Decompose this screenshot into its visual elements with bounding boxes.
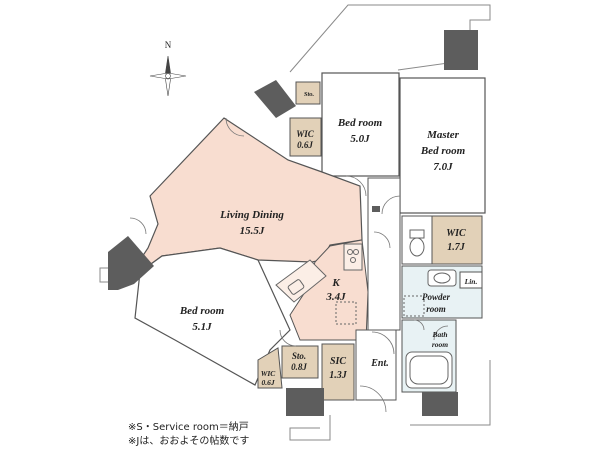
corridor-floor: [367, 177, 401, 331]
washbasin: [427, 269, 457, 287]
room-label-powder: Powder: [422, 292, 450, 302]
room-size-sic: 1.3J: [329, 370, 348, 381]
room-label-bedroom-top: Bed room: [337, 117, 383, 129]
compass-north-label: N: [165, 40, 172, 50]
bedroom-top-floor: [321, 72, 400, 177]
room-label-sto-top: Sto.: [304, 91, 315, 98]
room-size-bedroom-left: 5.1J: [192, 321, 212, 333]
sto-top-floor: [295, 81, 321, 105]
room-label-bedroom-left: Bed room: [179, 305, 225, 317]
room-label-wic-right: WIC: [446, 228, 466, 239]
master-bedroom-floor: [399, 77, 486, 214]
wall-column: [108, 236, 154, 290]
room-size-kitchen: 3.4J: [325, 291, 346, 303]
room-label-bath: Bath: [431, 330, 447, 339]
room-size-living-dining: 15.5J: [240, 225, 265, 237]
room-size-sto-bottom: 0.8J: [291, 362, 307, 372]
refrigerator-space: [335, 301, 357, 325]
cooktop-burner: [350, 257, 356, 263]
room-label-sic: SIC: [330, 356, 346, 367]
room-labels: Sto. Bed room 5.0J Master Bed room 7.0J …: [179, 91, 478, 387]
bathtub-inner: [409, 355, 449, 385]
entrance-floor: [355, 329, 397, 401]
room-size-bedroom-top: 5.0J: [350, 133, 370, 145]
lin-floor: [459, 271, 483, 289]
kitchen-sink: [287, 279, 305, 295]
room-size-wic-top: 0.6J: [297, 140, 313, 150]
room-label-wic-top: WIC: [296, 129, 315, 139]
wall-column: [372, 206, 380, 212]
wic-right-floor: [431, 215, 483, 265]
room-label-entrance: Ent.: [370, 358, 389, 369]
wall-column: [422, 392, 458, 416]
compass-center: [165, 73, 171, 79]
footnote-jo-unit: ※Jは、おおよその帖数です: [128, 436, 250, 447]
bedroom-left-floor: [134, 247, 291, 386]
washing-machine-space: [403, 295, 425, 317]
room-label-master: Master: [426, 129, 460, 141]
cooktop-burner: [347, 249, 353, 255]
compass-rose: N: [149, 40, 187, 97]
washbasin-bowl: [433, 272, 451, 284]
kitchen-island: [275, 259, 327, 303]
cooktop-burner: [353, 249, 359, 255]
room-size-wic-right: 1.7J: [447, 242, 466, 253]
door-swings: [129, 117, 449, 413]
wall-column: [444, 30, 478, 70]
room-label-lin: Lin.: [464, 277, 478, 286]
wic-top-floor: [289, 117, 322, 157]
wall-column: [286, 388, 324, 416]
bathtub: [405, 351, 453, 389]
room-label-master-2: Bed room: [420, 145, 466, 157]
room-size-master: 7.0J: [433, 161, 453, 173]
room-label-kitchen: K: [331, 277, 340, 289]
fixtures: [275, 229, 457, 389]
room-floors: [126, 72, 486, 401]
room-size-wic-bottom: 0.6J: [261, 378, 274, 387]
sto-bottom-floor: [281, 345, 319, 379]
sic-floor: [321, 343, 355, 401]
room-label-sto-bottom: Sto.: [292, 351, 306, 361]
room-label-living-dining: Living Dining: [219, 209, 284, 221]
toilet-tank: [409, 229, 425, 239]
toilet-bowl: [409, 237, 425, 257]
room-label-powder-2: room: [426, 304, 446, 314]
wic-bottom-floor: [257, 347, 283, 389]
wall-column: [254, 80, 296, 118]
room-label-wic-bottom: WIC: [261, 369, 277, 378]
walls: [108, 30, 478, 416]
room-label-bath-2: room: [432, 340, 448, 349]
footnote-service-room: ※S・Service room＝納戸: [128, 422, 249, 433]
